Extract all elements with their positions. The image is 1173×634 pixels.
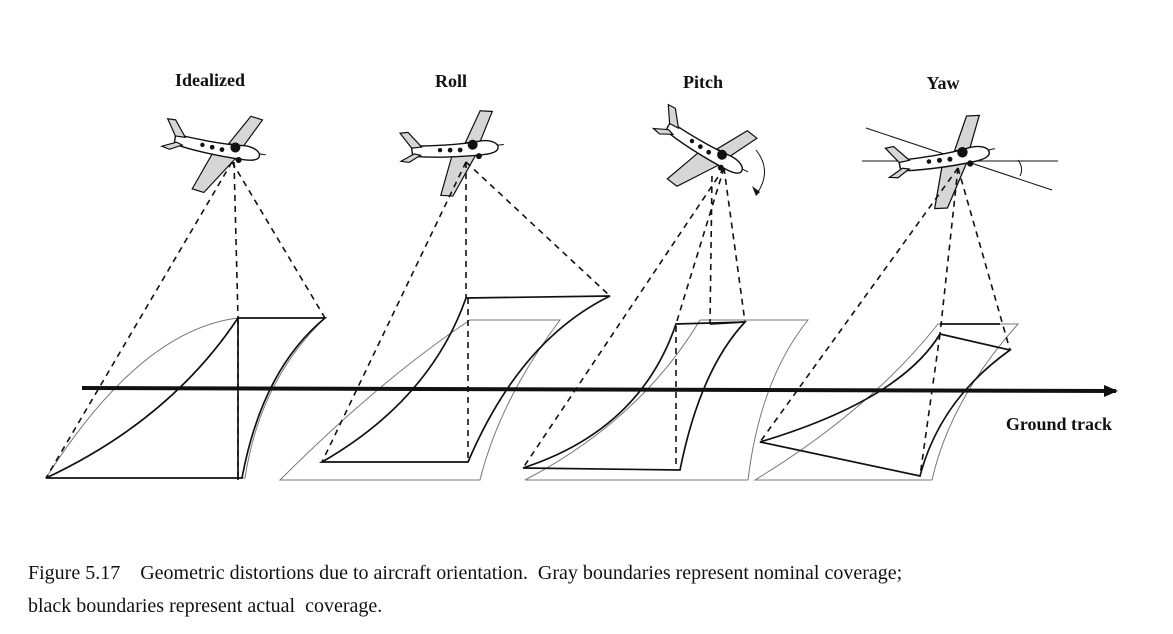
caption-line-1: Figure 5.17 Geometric distortions due to… [28, 562, 903, 584]
aircraft-icon [395, 107, 510, 202]
aircraft-icon [879, 110, 1006, 220]
aircraft-icon [633, 90, 766, 214]
pitch-rotation-arrow-icon [755, 149, 765, 193]
panel-roll [278, 107, 611, 481]
figure-caption: Figure 5.17 Geometric distortions due to… [28, 557, 1148, 623]
aircraft-icon [155, 103, 272, 201]
nominal-coverage-boundary [278, 319, 561, 481]
panel-title-yaw: Yaw [926, 73, 959, 93]
panel-title-roll: Roll [435, 71, 467, 91]
panel-title-pitch: Pitch [683, 72, 723, 92]
panel-title-idealized: Idealized [175, 70, 245, 90]
panel-yaw [753, 110, 1058, 481]
nominal-coverage-boundary [524, 319, 810, 481]
nominal-coverage-boundary [753, 323, 1020, 481]
caption-line-2: black boundaries represent actual covera… [28, 595, 383, 617]
nominal-coverage-boundary [45, 317, 327, 479]
ground-track-label: Ground track [1006, 414, 1112, 434]
actual-coverage-boundary [759, 333, 1013, 477]
actual-coverage-boundary [522, 321, 748, 471]
panel-idealized [45, 103, 328, 480]
actual-coverage-boundary [45, 317, 328, 479]
ground-track-arrow-icon [81, 384, 1118, 397]
panel-pitch [522, 90, 810, 481]
actual-coverage-boundary [318, 295, 611, 463]
